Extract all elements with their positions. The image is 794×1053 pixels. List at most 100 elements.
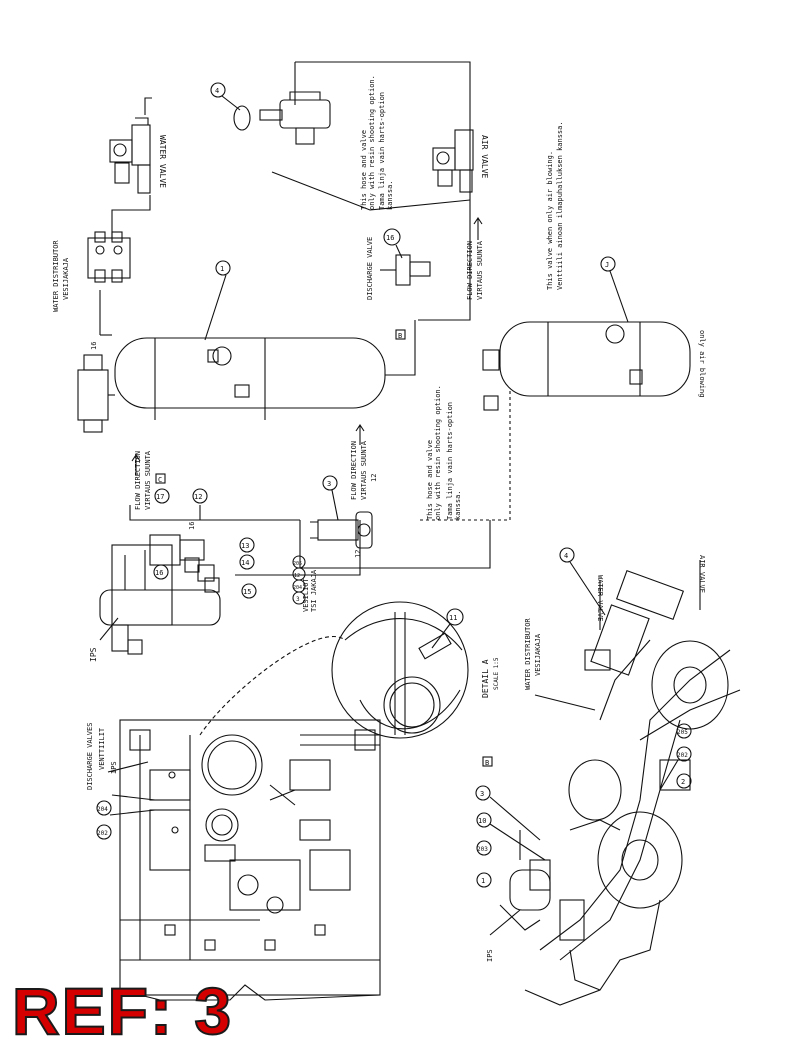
air-tank-1 <box>100 334 386 420</box>
balloon-4-3d: 4 <box>559 547 575 563</box>
tag-c: C <box>155 473 166 484</box>
balloon-16: 16 <box>383 228 401 246</box>
balloon-12: 12 <box>192 488 208 504</box>
svg-text:204: 204 <box>293 585 302 591</box>
balloon-group-203: 203 <box>476 840 492 856</box>
parts-note-2: TSI JAKAJA <box>310 569 318 612</box>
water-distributor-label-fi: VESIJAKAJA <box>62 257 70 300</box>
balloon-3-3d: 3 <box>475 785 491 801</box>
air-valve-3d-label: AIR VALVE <box>698 555 706 593</box>
svg-text:J: J <box>605 261 609 269</box>
balloon-3: 3 <box>322 475 338 491</box>
svg-text:12: 12 <box>194 493 202 501</box>
discharge-valves-fi-label: VENTTIILIT <box>98 727 106 770</box>
flow-direction-label-top: FLOW DIRECTION <box>466 241 474 300</box>
note-air-line-1: This valve when only air blowing. <box>546 151 554 290</box>
svg-text:203: 203 <box>477 846 488 853</box>
flow-direction-fi-label-mid: VIRTAUS SUUNTA <box>144 450 152 510</box>
detail-a-label: DETAIL A <box>481 659 490 698</box>
component-3-symbol <box>310 511 373 549</box>
note-hose-mid-1: This hose and valve <box>426 440 434 520</box>
air-valve-label: AIR VALVE <box>480 135 489 179</box>
svg-text:3: 3 <box>327 480 331 488</box>
water-distributor-symbol <box>87 231 131 283</box>
balloon-10: 10 <box>476 812 492 828</box>
chassis-isometric <box>499 569 741 1006</box>
water-distributor-3d-label: WATER DISTRIBUTOR <box>524 618 532 690</box>
pump-assembly <box>99 534 221 655</box>
balloon-16b: 16 <box>153 564 169 580</box>
water-valve-symbol <box>109 117 151 194</box>
note-hose-mid-fi-1: Tama linja vain harts-option <box>446 402 454 520</box>
discharge-valve-symbol <box>380 254 431 286</box>
balloon-11: 11 <box>446 608 464 626</box>
svg-text:13: 13 <box>241 542 249 550</box>
note-hose-fi-line-2: kanssa. <box>386 180 394 210</box>
svg-text:14: 14 <box>241 559 249 567</box>
svg-text:16: 16 <box>386 234 394 242</box>
flow-direction-fi-label-mid2: VIRTAUS SUUNTA <box>360 440 368 500</box>
svg-text:202: 202 <box>97 830 108 837</box>
flow-direction-fi-label-top: VIRTAUS SUUNTA <box>476 240 484 300</box>
balloon-group-201b: 202 <box>96 824 112 840</box>
line-num-16a: 16 <box>90 342 98 350</box>
svg-text:B: B <box>485 759 489 767</box>
flow-arrow-top <box>473 217 483 240</box>
note-hose-line-1: This hose and valve <box>360 130 368 210</box>
balloon-15: 15 <box>241 583 257 599</box>
flow-arrow-mid-left <box>131 454 141 475</box>
detail-a-view <box>331 601 469 739</box>
parts-note-1: VESILIOT <box>302 577 310 612</box>
flow-direction-label-mid2: FLOW DIRECTION <box>350 441 358 500</box>
ips-label: IPS <box>89 647 98 662</box>
svg-text:12: 12 <box>294 573 300 579</box>
ref-label: REF: 3 <box>11 974 234 1048</box>
svg-text:202: 202 <box>677 752 688 759</box>
svg-text:204: 204 <box>97 806 108 813</box>
balloon-2: 2 <box>676 773 692 789</box>
note-hose-line-2: only with resin shooting option. <box>368 75 376 210</box>
note-hose-mid-fi-2: kanssa. <box>454 490 462 520</box>
balloon-group-204: 204 <box>96 800 112 816</box>
svg-text:1: 1 <box>220 265 224 273</box>
svg-text:11: 11 <box>449 614 457 622</box>
svg-text:B: B <box>398 332 402 340</box>
only-air-blowing-label: only air blowing <box>698 330 706 397</box>
balloon-group-205: 205 <box>676 723 692 739</box>
svg-text:16: 16 <box>155 569 163 577</box>
flow-direction-label-mid: FLOW DIRECTION <box>134 451 142 510</box>
balloon-group-201: 202 <box>676 746 692 762</box>
line-num-12a: 12 <box>370 474 378 482</box>
water-distributor-3d-fi-label: VESIJAKAJA <box>534 633 542 676</box>
balloon-1: 1 <box>215 260 231 276</box>
svg-text:3: 3 <box>480 790 484 798</box>
svg-text:2: 2 <box>681 778 685 786</box>
frame-top-view <box>119 719 381 1001</box>
air-valve-symbol <box>432 129 474 193</box>
svg-text:3: 3 <box>296 596 300 603</box>
svg-text:10: 10 <box>478 817 486 825</box>
component-4-symbol <box>233 91 331 145</box>
balloon-14: 14 <box>239 554 255 570</box>
ips-3d-label: IPS <box>486 949 494 962</box>
flow-arrow-mid-right <box>355 424 365 445</box>
ips-view-label: IPS <box>110 761 118 774</box>
tank-1-fitting-block <box>77 354 115 433</box>
line-num-16b: 16 <box>188 522 196 530</box>
discharge-valves-label: DISCHARGE VALVES <box>86 723 94 790</box>
balloon-1-3d: 1 <box>476 872 492 888</box>
balloon-j: J <box>600 256 616 272</box>
line-num-12b: 12 <box>354 550 362 558</box>
tag-b-3d: B <box>482 756 493 767</box>
tag-b-top: B <box>395 329 406 340</box>
svg-text:15: 15 <box>243 588 251 596</box>
water-valve-label: WATER VALVE <box>158 135 167 188</box>
water-distributor-label: WATER DISTRIBUTOR <box>52 240 60 312</box>
balloon-17: 17 <box>154 488 170 504</box>
balloon-4: 4 <box>210 82 226 98</box>
detail-scale-label: SCALE 1:5 <box>493 657 500 690</box>
svg-text:C: C <box>158 476 162 484</box>
svg-text:4: 4 <box>215 87 219 95</box>
balloon-group-stack: 3 204 12 205 <box>292 555 306 605</box>
